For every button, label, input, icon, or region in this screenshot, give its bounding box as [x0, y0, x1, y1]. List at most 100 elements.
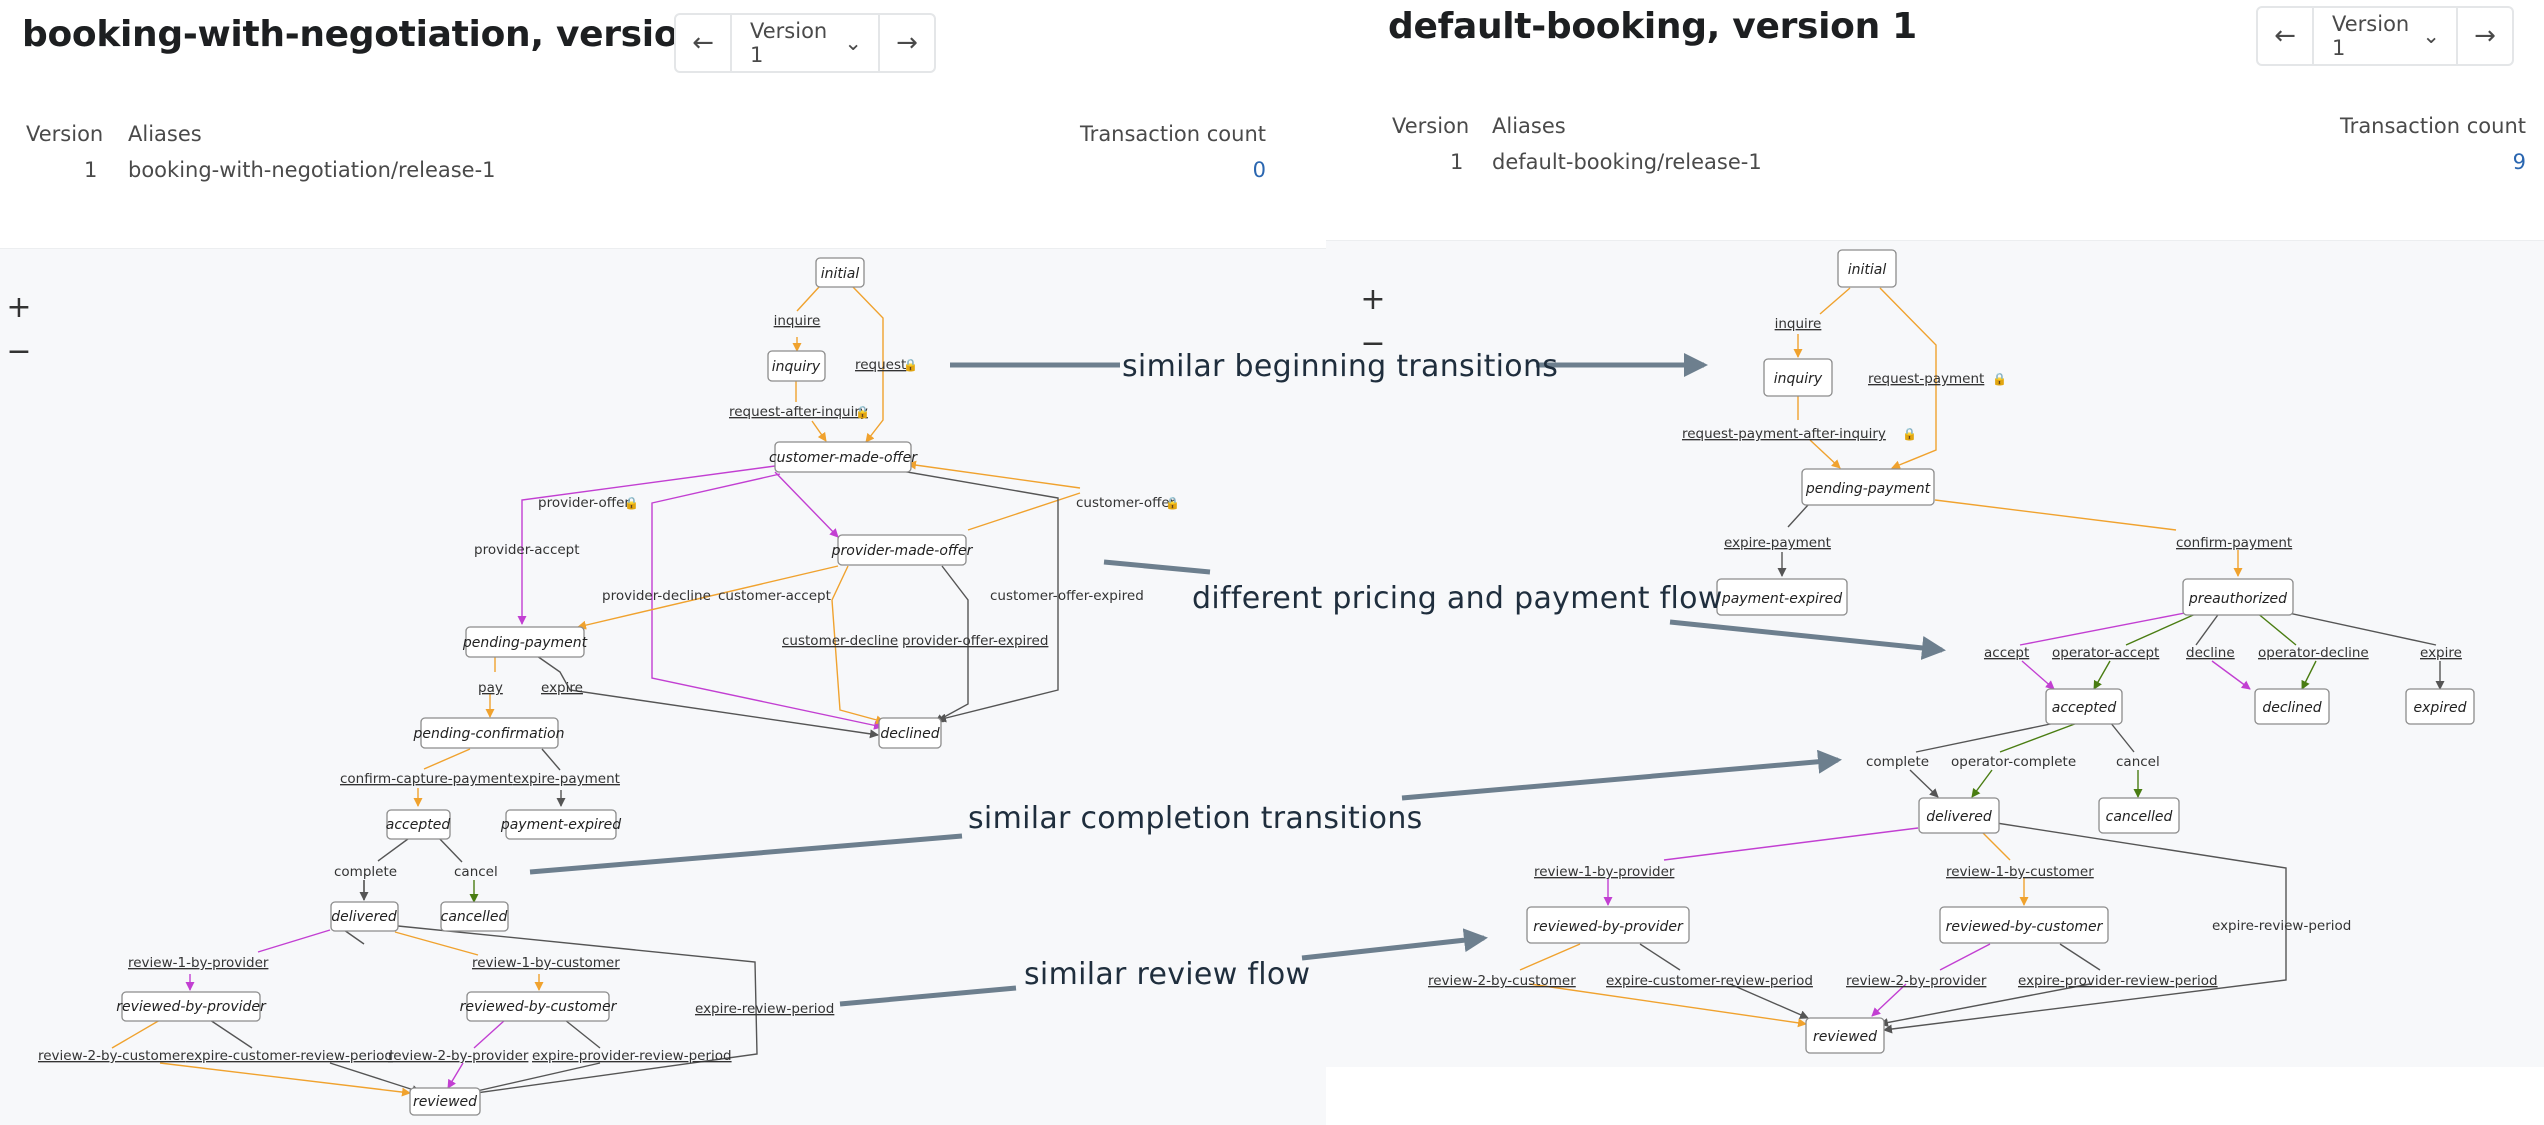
state-inquiry[interactable]: inquiry [1763, 358, 1833, 397]
state-preauthorized[interactable]: preauthorized [2182, 578, 2294, 616]
transaction-count-cell[interactable]: 9 [2512, 150, 2526, 174]
transition-label[interactable]: expire-provider-review-period [532, 1048, 732, 1064]
state-pending-confirmation[interactable]: pending-confirmation [413, 717, 565, 749]
transition-label[interactable]: confirm-payment [2176, 535, 2292, 551]
transition-label[interactable]: operator-decline [2258, 645, 2369, 661]
zoom-out-button[interactable]: − [6, 333, 32, 369]
transition-label[interactable]: provider-decline [602, 588, 711, 604]
state-initial[interactable]: initial [815, 257, 865, 288]
state-payment-expired[interactable]: payment-expired [1716, 578, 1848, 616]
state-label: payment-expired [1721, 591, 1842, 607]
state-reviewed-by-provider[interactable]: reviewed-by-provider [1526, 906, 1690, 944]
state-customer-made-offer[interactable]: customer-made-offer [769, 441, 918, 473]
edge [2109, 721, 2135, 753]
transition-label[interactable]: accept [1984, 645, 2029, 661]
edge [447, 1062, 464, 1089]
edge [397, 925, 758, 1102]
transition-label[interactable]: expire-review-period [2212, 918, 2351, 934]
state-reviewed[interactable]: reviewed [1805, 1017, 1885, 1054]
state-provider-made-offer[interactable]: provider-made-offer [831, 534, 974, 566]
zoom-in-button[interactable]: + [6, 289, 32, 325]
transition-label[interactable]: review-1-by-customer [1946, 864, 2094, 880]
edge [257, 929, 331, 953]
state-graph-canvas[interactable] [0, 248, 1326, 1125]
transition-label[interactable]: provider-offer-expired [902, 633, 1048, 649]
transition-label[interactable]: decline [2186, 645, 2235, 661]
transition-label[interactable]: expire-customer-review-period [1606, 973, 1813, 989]
transition-label[interactable]: cancel [454, 864, 498, 880]
next-version-button[interactable]: → [2458, 8, 2512, 64]
transition-label[interactable]: expire-payment [1724, 535, 1831, 551]
edge [517, 465, 776, 625]
state-accepted[interactable]: accepted [386, 809, 451, 840]
transition-label[interactable]: provider-offer [538, 495, 630, 511]
transition-label[interactable]: review-2-by-provider [388, 1048, 529, 1064]
edge [2021, 660, 2055, 690]
transition-label[interactable]: expire-provider-review-period [2018, 973, 2218, 989]
state-pending-payment[interactable]: pending-payment [462, 626, 588, 658]
transition-label[interactable]: customer-offer-expired [990, 588, 1144, 604]
previous-version-button[interactable]: ← [2258, 8, 2312, 64]
state-reviewed[interactable]: reviewed [409, 1087, 481, 1116]
state-payment-expired[interactable]: payment-expired [500, 809, 621, 840]
transition-label[interactable]: expire-review-period [695, 1001, 834, 1017]
transition-label[interactable]: customer-offer [1076, 495, 1176, 511]
transition-label[interactable]: inquire [1775, 316, 1822, 332]
transition-label[interactable]: review-1-by-customer [472, 955, 620, 971]
transition-label[interactable]: review-1-by-provider [1534, 864, 1675, 880]
state-label: delivered [1926, 809, 1992, 825]
state-initial[interactable]: initial [1837, 249, 1897, 288]
state-reviewed-by-customer[interactable]: reviewed-by-customer [1939, 906, 2109, 944]
annotation-arrow [1401, 749, 1842, 801]
transition-label[interactable]: request-payment [1868, 371, 1984, 387]
zoom-in-button[interactable]: + [1360, 281, 1386, 317]
next-version-button[interactable]: → [880, 15, 934, 71]
state-delivered[interactable]: delivered [330, 901, 399, 932]
state-delivered[interactable]: delivered [1918, 797, 2000, 834]
state-declined[interactable]: declined [878, 717, 942, 749]
transition-label[interactable]: pay [478, 680, 503, 696]
edge [329, 1062, 421, 1094]
version-dropdown[interactable]: Version 1⌄ [730, 15, 880, 71]
transition-label[interactable]: complete [334, 864, 397, 880]
annotation-completion: similar completion transitions [968, 801, 1423, 836]
state-inquiry[interactable]: inquiry [767, 350, 826, 382]
right-states: initial inquiry pending-payment payment-… [1526, 249, 2475, 1054]
zoom-out-button[interactable]: − [1360, 325, 1386, 361]
edge [1819, 287, 1851, 315]
state-reviewed-by-provider[interactable]: reviewed-by-provider [116, 991, 267, 1022]
transition-label[interactable]: request [855, 357, 906, 373]
transition-label[interactable]: inquire [774, 313, 821, 329]
transition-label[interactable]: review-2-by-customer [38, 1048, 186, 1064]
edge [1519, 943, 1581, 971]
transition-label[interactable]: customer-decline [782, 633, 898, 649]
transaction-count-cell[interactable]: 0 [1252, 158, 1266, 182]
version-selector: ← Version 1⌄ → [674, 13, 936, 73]
state-pending-payment[interactable]: pending-payment [1801, 468, 1935, 506]
transition-label[interactable]: review-2-by-customer [1428, 973, 1576, 989]
state-accepted[interactable]: accepted [2045, 688, 2123, 725]
transition-label[interactable]: review-2-by-provider [1846, 973, 1987, 989]
transition-label[interactable]: request-payment-after-inquiry [1682, 426, 1886, 442]
state-reviewed-by-customer[interactable]: reviewed-by-customer [460, 991, 618, 1022]
transition-label[interactable]: expire [541, 680, 583, 696]
transition-label[interactable]: customer-accept [718, 588, 831, 604]
transition-label[interactable]: complete [1866, 754, 1929, 770]
transition-label[interactable]: expire-payment [513, 771, 620, 787]
transition-label[interactable]: confirm-capture-payment [340, 771, 513, 787]
transition-label[interactable]: cancel [2116, 754, 2160, 770]
edge [1729, 983, 1809, 1019]
state-expired[interactable]: expired [2405, 688, 2475, 725]
transition-label[interactable]: expire [2420, 645, 2462, 661]
state-declined[interactable]: declined [2254, 688, 2330, 725]
transition-label[interactable]: operator-complete [1951, 754, 2076, 770]
state-cancelled[interactable]: cancelled [2098, 797, 2180, 834]
transition-label[interactable]: expire-customer-review-period [186, 1048, 393, 1064]
version-dropdown[interactable]: Version 1⌄ [2312, 8, 2458, 64]
state-cancelled[interactable]: cancelled [440, 901, 509, 932]
previous-version-button[interactable]: ← [676, 15, 730, 71]
transition-label[interactable]: operator-accept [2052, 645, 2159, 661]
transition-label[interactable]: review-1-by-provider [128, 955, 269, 971]
transition-label[interactable]: provider-accept [474, 542, 580, 558]
transition-label[interactable]: request-after-inquiry [729, 404, 868, 420]
